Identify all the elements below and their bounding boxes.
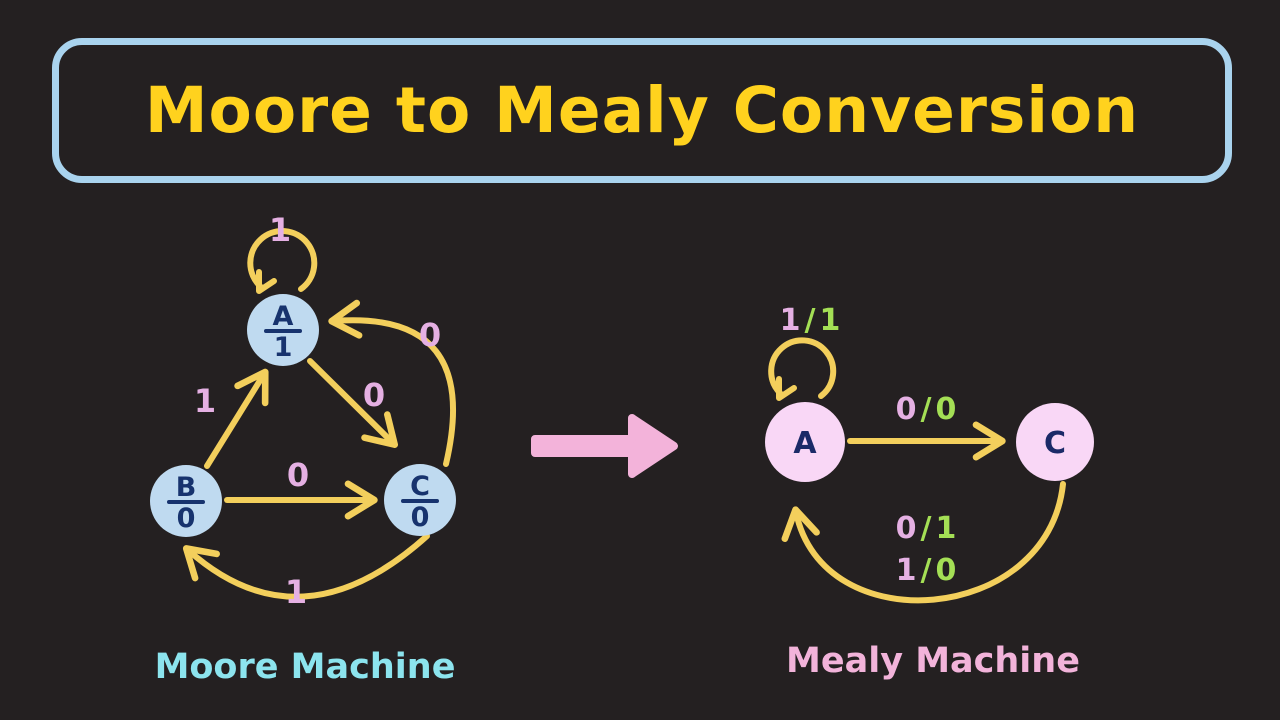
moore-edge-a-to-c bbox=[307, 358, 399, 448]
mealy-label-c-to-a-2: 1/0 bbox=[896, 553, 961, 588]
title-box: Moore to Mealy Conversion bbox=[52, 38, 1232, 183]
moore-label-b-to-c: 0 bbox=[287, 456, 309, 494]
moore-edge-a-self-arrowhead-icon bbox=[256, 269, 277, 294]
mealy-edge-c-to-a bbox=[781, 481, 1066, 604]
moore-edge-c-to-b bbox=[182, 533, 430, 600]
moore-state-A: A 1 bbox=[247, 294, 319, 366]
moore-label-c-to-b: 1 bbox=[285, 573, 307, 611]
moore-state-B: B 0 bbox=[150, 465, 222, 537]
mealy-edge-a-self bbox=[768, 337, 837, 399]
moore-edge-b-to-a bbox=[204, 368, 269, 469]
mealy-edge-a-self-arrowhead-icon bbox=[776, 376, 797, 401]
mealy-caption: Mealy Machine bbox=[786, 641, 1080, 681]
mealy-state-C-name: C bbox=[1044, 426, 1066, 461]
moore-state-C: C 0 bbox=[384, 464, 456, 536]
moore-machine: 1 1 0 0 0 1 A 1 bbox=[150, 211, 456, 687]
mealy-label-c-to-a-1: 0/1 bbox=[896, 511, 961, 546]
mealy-state-C: C bbox=[1016, 403, 1094, 481]
conversion-arrow-icon bbox=[531, 414, 678, 478]
moore-edge-c-to-a bbox=[328, 299, 456, 467]
moore-state-B-output: 0 bbox=[177, 503, 196, 534]
moore-edge-a-self bbox=[247, 228, 318, 292]
moore-caption: Moore Machine bbox=[155, 647, 456, 687]
moore-state-B-name: B bbox=[176, 472, 197, 503]
mealy-state-A-name: A bbox=[793, 426, 817, 461]
mealy-label-a-self: 1/1 bbox=[780, 303, 845, 338]
moore-state-C-name: C bbox=[410, 471, 430, 502]
page-title: Moore to Mealy Conversion bbox=[144, 74, 1140, 147]
mealy-state-A-circle bbox=[765, 402, 845, 482]
moore-label-a-to-c: 0 bbox=[363, 376, 385, 414]
mealy-state-C-circle bbox=[1016, 403, 1094, 481]
moore-state-A-output: 1 bbox=[274, 332, 293, 363]
moore-label-c-to-a: 0 bbox=[419, 316, 441, 354]
mealy-machine: 1/1 0/0 0/1 1/0 A C Mealy Machine bbox=[765, 303, 1094, 681]
mealy-state-A: A bbox=[765, 402, 845, 482]
moore-label-a-self: 1 bbox=[269, 211, 291, 249]
moore-state-C-output: 0 bbox=[411, 502, 430, 533]
moore-state-A-name: A bbox=[273, 301, 294, 332]
mealy-label-a-to-c: 0/0 bbox=[896, 392, 961, 427]
moore-label-b-to-a: 1 bbox=[194, 382, 216, 420]
